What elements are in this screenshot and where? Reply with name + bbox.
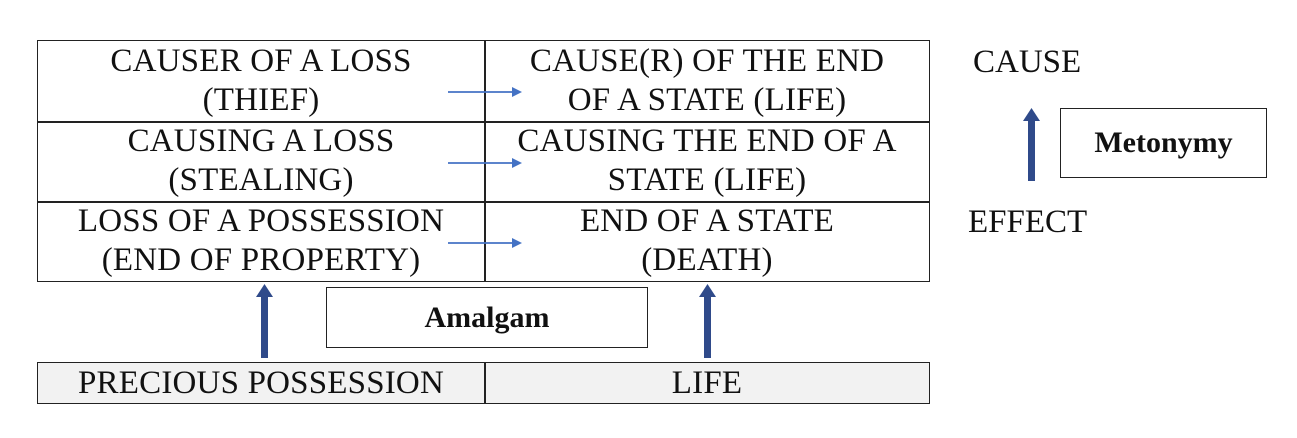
arrow-up-left: [256, 284, 273, 358]
cell-causing-loss: CAUSING A LOSS (STEALING): [127, 123, 395, 198]
grid-divider-row2: [38, 201, 929, 203]
blend-grid: CAUSER OF A LOSS (THIEF) CAUSE(R) OF THE…: [37, 40, 930, 282]
amalgam-box: Amalgam: [326, 287, 648, 348]
cell-causer-of-end-of-state: CAUSE(R) OF THE END OF A STATE (LIFE): [529, 43, 885, 118]
input-spaces-row: PRECIOUS POSSESSION LIFE: [37, 362, 930, 404]
grid-divider-vertical: [484, 41, 486, 281]
cell-causer-of-loss: CAUSER OF A LOSS (THIEF): [110, 43, 412, 118]
input-divider: [484, 363, 486, 403]
arrow-up-right: [699, 284, 716, 358]
metonymy-box: Metonymy: [1060, 108, 1267, 178]
cell-causing-end-of-state: CAUSING THE END OF A STATE (LIFE): [517, 123, 897, 198]
input-precious-possession: PRECIOUS POSSESSION: [78, 364, 444, 401]
label-cause: CAUSE: [973, 44, 1082, 80]
grid-divider-row1: [38, 121, 929, 123]
label-effect: EFFECT: [968, 204, 1088, 240]
arrow-effect-to-cause: [1023, 108, 1040, 181]
input-life: LIFE: [671, 364, 743, 401]
cell-end-of-state: END OF A STATE (DEATH): [579, 203, 835, 278]
cell-loss-of-possession: LOSS OF A POSSESSION (END OF PROPERTY): [77, 203, 445, 278]
